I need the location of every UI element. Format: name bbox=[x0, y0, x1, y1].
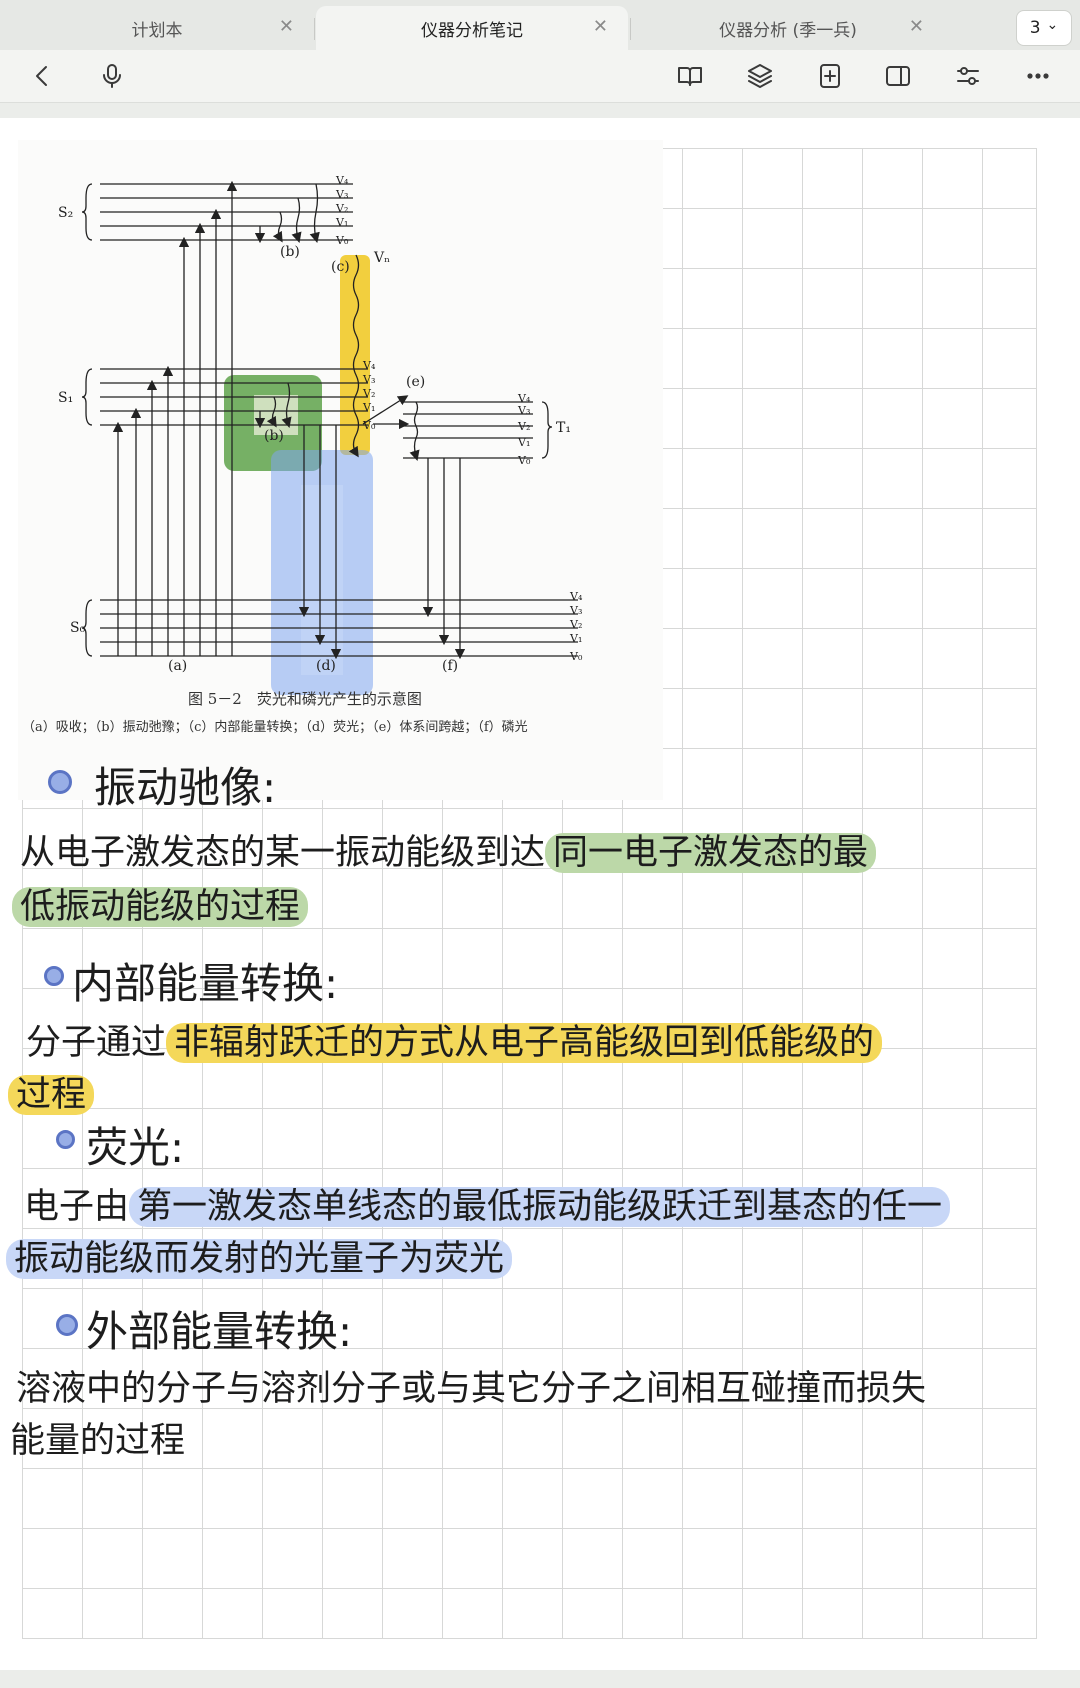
label-f: (f) bbox=[442, 658, 458, 674]
svg-text:V₁: V₁ bbox=[517, 436, 530, 449]
label-b-mid: (b) bbox=[264, 428, 284, 444]
svg-text:V₂: V₂ bbox=[335, 202, 348, 215]
label-e: (e) bbox=[406, 374, 425, 390]
svg-text:V₁: V₁ bbox=[569, 632, 582, 645]
svg-text:V₃: V₃ bbox=[335, 188, 348, 201]
sliders-icon[interactable] bbox=[950, 58, 986, 94]
svg-text:V₁: V₁ bbox=[362, 401, 375, 414]
bullet-icon bbox=[56, 1314, 78, 1336]
tab-divider bbox=[314, 18, 315, 40]
label-s2: S₂ bbox=[58, 205, 73, 221]
note-heading-vibrational-relaxation: 振动驰像: bbox=[94, 763, 277, 812]
blue-highlight-text: 第一激发态单线态的最低振动能级跃迁到基态的任一 bbox=[129, 1187, 951, 1227]
tab-count-button[interactable]: 3 ⌄ bbox=[1016, 10, 1072, 46]
note-line: 过程 bbox=[8, 1066, 95, 1117]
label-c: (c) bbox=[331, 259, 350, 275]
note-page[interactable]: S₂ S₁ S₀ T₁ (a) (b) (b) (c) (d) (e) (f) … bbox=[0, 118, 1080, 1670]
svg-text:V₀: V₀ bbox=[517, 454, 531, 467]
note-line: 振动能级而发射的光量子为荧光 bbox=[6, 1230, 513, 1281]
tab-instrument-analysis-book[interactable]: 仪器分析 (季一兵) ✕ bbox=[632, 6, 944, 50]
close-icon[interactable]: ✕ bbox=[908, 16, 924, 37]
yellow-highlight bbox=[340, 255, 370, 455]
label-a: (a) bbox=[168, 658, 187, 674]
inner-highlight bbox=[254, 395, 298, 435]
bottom-strip bbox=[0, 1670, 1080, 1688]
tab-bar: 计划本 ✕ 仪器分析笔记 ✕ 仪器分析 (季一兵) ✕ 3 ⌄ bbox=[0, 0, 1080, 50]
svg-text:V₄: V₄ bbox=[362, 359, 376, 372]
note-line: 能量的过程 bbox=[10, 1421, 186, 1461]
tab-label: 仪器分析笔记 bbox=[421, 20, 523, 41]
layers-icon[interactable] bbox=[742, 58, 778, 94]
note-line: 低振动能级的过程 bbox=[12, 878, 309, 929]
svg-text:V₀: V₀ bbox=[335, 234, 349, 247]
tab-planner[interactable]: 计划本 ✕ bbox=[0, 6, 314, 50]
bullet-icon bbox=[44, 966, 64, 986]
svg-text:V₁: V₁ bbox=[335, 216, 348, 229]
yellow-highlight-text: 过程 bbox=[8, 1075, 95, 1115]
close-icon[interactable]: ✕ bbox=[592, 16, 608, 37]
note-heading-external-conversion: 外部能量转换: bbox=[86, 1307, 353, 1356]
svg-text:V₂: V₂ bbox=[569, 618, 582, 631]
label-b-top: (b) bbox=[280, 244, 300, 260]
svg-text:V₀: V₀ bbox=[362, 419, 376, 432]
note-heading-internal-conversion: 内部能量转换: bbox=[72, 959, 339, 1008]
blue-inner-highlight bbox=[301, 485, 343, 675]
yellow-highlight-text: 非辐射跃迁的方式从电子高能级回到低能级的 bbox=[166, 1023, 883, 1063]
note-heading-fluorescence: 荧光: bbox=[86, 1123, 185, 1172]
note-line: 电子由第一激发态单线态的最低振动能级跃迁到基态的任一 bbox=[24, 1178, 951, 1229]
svg-text:V₂: V₂ bbox=[517, 420, 530, 433]
book-icon[interactable] bbox=[672, 58, 708, 94]
bullet-icon bbox=[56, 1130, 75, 1149]
tab-label: 仪器分析 (季一兵) bbox=[719, 20, 857, 41]
svg-text:V₃: V₃ bbox=[569, 604, 582, 617]
more-icon[interactable] bbox=[1020, 58, 1056, 94]
label-s0: S₀ bbox=[70, 620, 86, 636]
label-vn: Vₙ bbox=[373, 250, 390, 266]
figure-legend: （a）吸收；（b）振动弛豫；（c）内部能量转换；（d）荧光；（e）体系间跨越；（… bbox=[22, 719, 528, 735]
tab-label: 计划本 bbox=[131, 20, 183, 41]
note-line: 分子通过非辐射跃迁的方式从电子高能级回到低能级的 bbox=[26, 1014, 883, 1065]
add-page-icon[interactable] bbox=[812, 58, 848, 94]
close-icon[interactable]: ✕ bbox=[278, 16, 294, 37]
svg-text:V₄: V₄ bbox=[569, 590, 583, 603]
label-t1: T₁ bbox=[556, 420, 571, 436]
sidebar-icon[interactable] bbox=[880, 58, 916, 94]
green-highlight-text: 同一电子激发态的最 bbox=[545, 833, 877, 873]
label-s1: S₁ bbox=[58, 390, 73, 406]
toolbar bbox=[0, 50, 1080, 103]
microphone-icon[interactable] bbox=[94, 58, 130, 94]
svg-text:V₄: V₄ bbox=[517, 392, 531, 405]
figure-caption: 图 5－2 荧光和磷光产生的示意图 bbox=[188, 690, 422, 708]
svg-text:V₀: V₀ bbox=[569, 650, 583, 663]
svg-text:V₂: V₂ bbox=[362, 387, 375, 400]
blue-highlight-text: 振动能级而发射的光量子为荧光 bbox=[6, 1239, 513, 1279]
svg-text:V₄: V₄ bbox=[335, 174, 349, 187]
energy-level-diagram: S₂ S₁ S₀ T₁ (a) (b) (b) (c) (d) (e) (f) … bbox=[18, 140, 663, 800]
note-line: 溶液中的分子与溶剂分子或与其它分子之间相互碰撞而损失 bbox=[16, 1369, 927, 1409]
svg-text:V₃: V₃ bbox=[517, 404, 530, 417]
tab-instrument-analysis-notes[interactable]: 仪器分析笔记 ✕ bbox=[316, 6, 628, 50]
tab-divider bbox=[630, 18, 631, 40]
svg-text:V₃: V₃ bbox=[362, 373, 375, 386]
bullet-icon bbox=[48, 770, 72, 794]
green-highlight-text: 低振动能级的过程 bbox=[12, 887, 309, 927]
tab-count-value: 3 bbox=[1029, 18, 1041, 38]
note-line: 从电子激发态的某一振动能级到达同一电子激发态的最 bbox=[20, 824, 877, 875]
label-d: (d) bbox=[316, 658, 336, 674]
back-icon[interactable] bbox=[24, 58, 60, 94]
chevron-down-icon: ⌄ bbox=[1046, 17, 1059, 33]
